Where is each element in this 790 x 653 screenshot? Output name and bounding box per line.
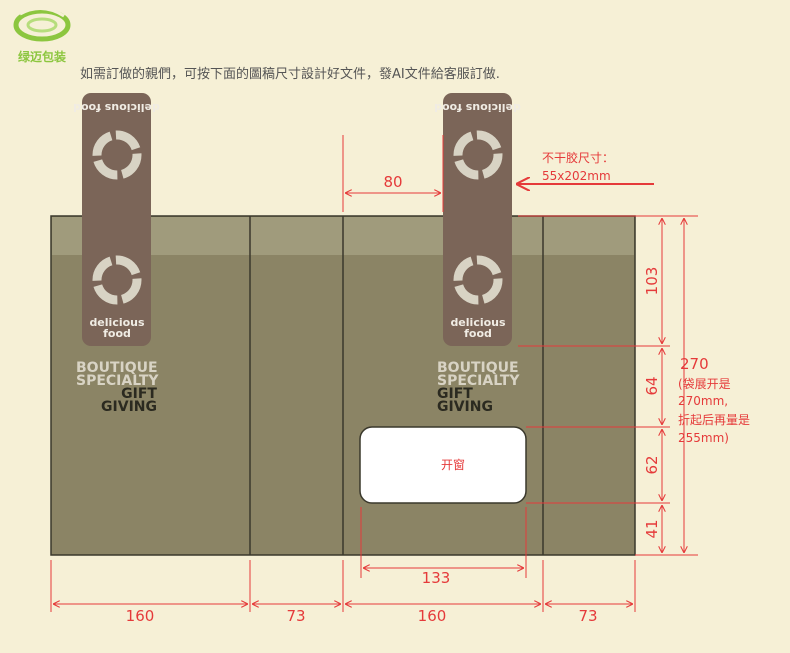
dim-height: 62 (643, 455, 661, 474)
dimension-labels: 80 不干胶尺寸： 55x202mm 160 73 160 73 133 103… (126, 150, 750, 625)
dim-height: 64 (643, 376, 661, 395)
dim-panel-width: 73 (578, 607, 597, 625)
dim-panel-width: 73 (286, 607, 305, 625)
window-cutout: 开窗 (359, 426, 527, 504)
ring-logo-icon (92, 255, 142, 305)
dimension-annotations (50, 135, 698, 612)
total-note-line: 255mm) (678, 431, 729, 445)
brand-name: 绿迈包装 (18, 49, 66, 64)
print-line4: GIVING (437, 399, 493, 415)
brand-logo: 绿迈包装 (13, 7, 71, 64)
instruction-text: 如需訂做的親們，可按下面的圖稿尺寸設計好文件，發AI文件給客服訂做. (80, 66, 500, 82)
window-label: 开窗 (441, 458, 465, 472)
sticker-size-value: 55x202mm (542, 169, 611, 183)
print-line3: GIFT (437, 386, 473, 402)
sticker-size-title: 不干胶尺寸： (542, 150, 614, 165)
ring-logo-icon (92, 130, 142, 180)
ring-logo-icon (453, 130, 503, 180)
sticker-right: delicious food delicious food (434, 93, 521, 346)
print-line4: GIVING (101, 399, 157, 415)
window-shape (359, 426, 527, 504)
print-line3: GIFT (121, 386, 157, 402)
sticker-text-flipped: delicious food (434, 101, 521, 114)
bag-print-right: BOUTIQUE SPECIALTY GIFT GIVING (437, 360, 520, 415)
bag-body (50, 215, 636, 556)
swirl-logo-icon (13, 7, 71, 42)
sticker-text-line2: food (464, 327, 492, 340)
dim-height: 103 (643, 267, 661, 296)
total-note-line: (袋展开是 (678, 377, 731, 391)
sticker-left: delicious food delicious food (73, 93, 160, 346)
total-note-line: 270mm, (678, 394, 728, 408)
print-line2: SPECIALTY (76, 373, 159, 389)
print-line1: BOUTIQUE (76, 360, 158, 376)
sticker-text-line1: delicious (450, 316, 506, 329)
ring-logo-icon (453, 255, 503, 305)
print-line1: BOUTIQUE (437, 360, 519, 376)
sticker-text-line2: food (103, 327, 131, 340)
dim-window-width: 133 (422, 569, 451, 587)
dim-total-height: 270 (680, 355, 709, 373)
dim-sticker-offset: 80 (383, 173, 402, 191)
dim-panel-width: 160 (418, 607, 447, 625)
total-note-line: 折起后再量是 (678, 412, 750, 427)
sticker-text-line1: delicious (89, 316, 145, 329)
bag-print-left: BOUTIQUE SPECIALTY GIFT GIVING (76, 360, 159, 415)
dim-height: 41 (643, 519, 661, 538)
sticker-text-flipped: delicious food (73, 101, 160, 114)
print-line2: SPECIALTY (437, 373, 520, 389)
dim-panel-width: 160 (126, 607, 155, 625)
